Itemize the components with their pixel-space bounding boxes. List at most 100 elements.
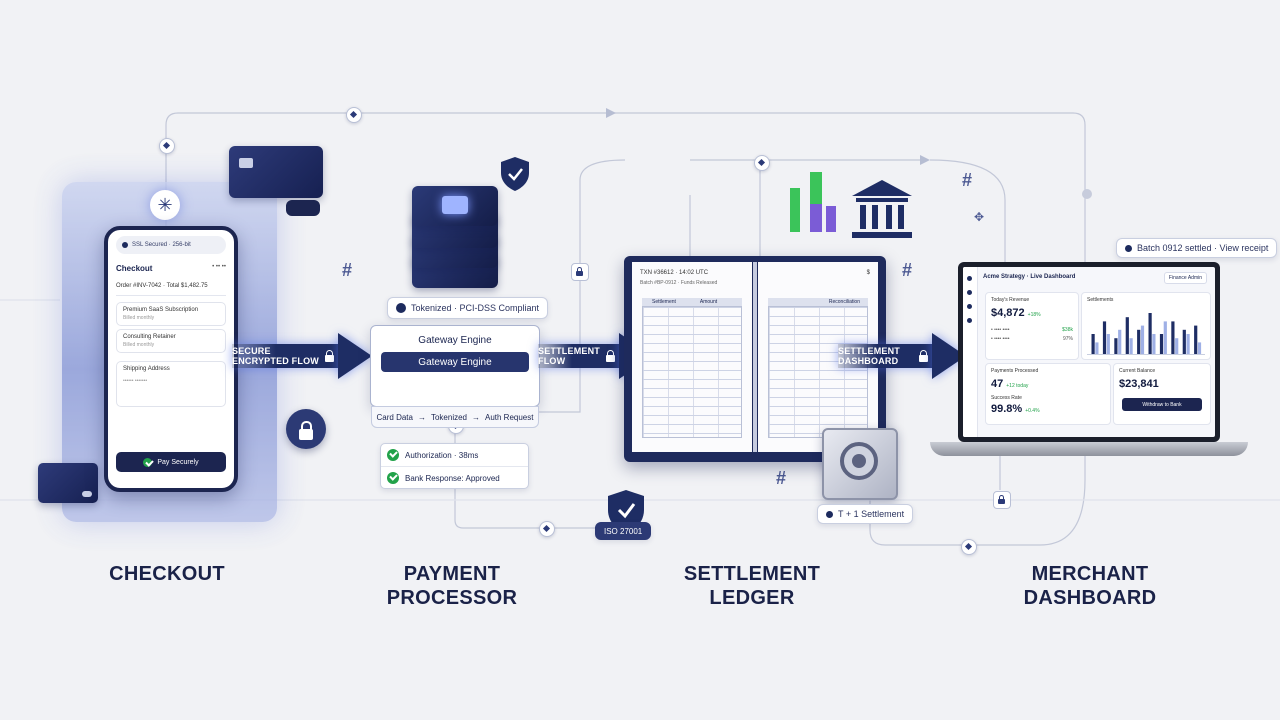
chart-bar xyxy=(1163,321,1167,355)
phone-checkout: SSL Secured · 256-bit Checkout • •• •• O… xyxy=(104,226,238,492)
hash-icon: # xyxy=(962,170,973,190)
pay-securely-button[interactable]: Pay Securely xyxy=(116,452,226,472)
nav-icon[interactable] xyxy=(967,304,972,309)
tile-label: Today's Revenue xyxy=(991,297,1030,303)
section-title: MERCHANT xyxy=(1031,563,1149,585)
today-revenue-value: $4,872 xyxy=(991,307,1025,319)
lock-icon xyxy=(993,491,1011,509)
bank-icon xyxy=(850,178,914,240)
ledger-page-left: TXN #36612 · 14:02 UTC Batch #BP-0912 · … xyxy=(632,262,752,452)
hash-icon: # xyxy=(776,468,787,488)
chart-bar xyxy=(1182,329,1186,355)
wallet-icon xyxy=(286,200,320,216)
dashboard-display: Acme Strategy · Live Dashboard Finance A… xyxy=(963,267,1215,437)
tokenized-badge-text: Tokenized · PCI-DSS Compliant xyxy=(411,303,540,313)
line-item[interactable]: Premium SaaS Subscription Billed monthly xyxy=(116,302,226,326)
tile-label: Current Balance xyxy=(1119,368,1156,374)
step-card-data: Card Data xyxy=(376,412,413,422)
checkout-title: Checkout xyxy=(116,264,153,273)
chart-bar xyxy=(1159,334,1164,355)
nav-icon[interactable] xyxy=(967,290,972,295)
line-item[interactable]: Consulting Retainer Billed monthly xyxy=(116,329,226,353)
section-title: SETTLEMENT xyxy=(683,563,821,585)
shield-icon xyxy=(396,303,406,313)
step-auth-request: Auth Request xyxy=(485,412,534,422)
line-item-sub: Billed monthly xyxy=(123,315,155,321)
balance-value: $23,841 xyxy=(1119,378,1159,390)
chart-bar xyxy=(1102,321,1107,355)
hash-icon: # xyxy=(902,260,913,280)
nav-icon[interactable] xyxy=(967,318,972,323)
chart-bar xyxy=(1140,325,1145,355)
arrow-label: SETTLEMENT DASHBOARD xyxy=(838,346,900,366)
balance-tile: Current Balance $23,841 Withdraw to Bank xyxy=(1113,363,1211,425)
section-label-payment-processor: PAYMENT PROCESSOR xyxy=(352,562,552,610)
ledger-grid xyxy=(642,306,742,438)
chart-bar xyxy=(1137,329,1141,355)
withdraw-button[interactable]: Withdraw to Bank xyxy=(1122,398,1202,411)
gateway-engine-button[interactable]: Gateway Engine xyxy=(381,352,529,372)
settlement-badge: T + 1 Settlement xyxy=(817,504,914,524)
arrow-right-icon: → xyxy=(417,412,426,422)
section-title: PAYMENT xyxy=(403,563,501,585)
shipping-address[interactable]: Shipping Address •••••• ••••••• xyxy=(116,361,226,407)
server-layer xyxy=(412,186,498,226)
today-revenue-tile: Today's Revenue $4,872+18% • •••• •••• $… xyxy=(985,292,1079,360)
laptop-base xyxy=(930,442,1248,456)
lock-icon xyxy=(286,409,326,449)
auth-time: Authorization · 38ms xyxy=(405,450,479,460)
lock-icon xyxy=(606,349,615,362)
ledger-right-header: $ xyxy=(866,270,870,276)
chart-bar xyxy=(1171,321,1175,355)
settlements-bar-chart xyxy=(1087,313,1205,355)
checkout-meta: • •• •• xyxy=(212,264,226,270)
chart-bar xyxy=(1129,338,1133,355)
tile-row: • •••• •••• xyxy=(991,336,1010,342)
tile-label: Settlements xyxy=(1087,297,1114,303)
section-title: PROCESSOR xyxy=(386,587,518,609)
batch-notification[interactable]: Batch 0912 settled · View receipt xyxy=(1116,238,1278,258)
drone-icon: ✥ xyxy=(974,210,985,224)
credit-card-icon xyxy=(229,146,323,198)
chart-bar xyxy=(1106,334,1110,355)
node-icon xyxy=(754,155,770,171)
section-label-merchant-dashboard: MERCHANT DASHBOARD xyxy=(990,562,1190,610)
credit-card-icon xyxy=(38,463,98,503)
ledger-batch-sub: Batch #BP-0912 · Funds Released xyxy=(640,280,718,286)
processed-delta: +12 today xyxy=(1006,383,1029,389)
section-label-settlement-ledger: SETTLEMENT LEDGER xyxy=(652,562,852,610)
section-label-checkout: CHECKOUT xyxy=(67,562,267,586)
account-menu[interactable]: Finance Admin xyxy=(1163,272,1207,284)
step-tokenized: Tokenized xyxy=(430,412,467,422)
arrow-right-icon: → xyxy=(472,412,480,422)
bell-icon xyxy=(1125,244,1132,252)
dashboard-title: Acme Strategy · Live Dashboard xyxy=(983,274,1076,280)
arrow-label: SETTLEMENT FLOW xyxy=(538,346,600,366)
tokenized-badge: Tokenized · PCI-DSS Compliant xyxy=(387,297,549,319)
settlements-chart-tile: Settlements xyxy=(1081,292,1211,360)
node-icon xyxy=(961,539,977,555)
check-icon xyxy=(387,449,399,461)
shipping-title: Shipping Address xyxy=(123,366,170,372)
section-title: CHECKOUT xyxy=(109,563,225,585)
gateway-title: Gateway Engine xyxy=(418,335,492,346)
chart-bar xyxy=(1175,338,1179,355)
chart-bar xyxy=(1148,313,1152,355)
authorization-panel: Authorization · 38ms Bank Response: Appr… xyxy=(380,443,529,489)
nav-icon[interactable] xyxy=(967,276,972,281)
today-revenue-delta: +18% xyxy=(1027,312,1041,318)
chart-bar xyxy=(1194,325,1198,355)
notification-text: Batch 0912 settled · View receipt xyxy=(1137,243,1269,253)
chart-bar xyxy=(1152,334,1156,355)
secure-flow-arrow: SECURE ENCRYPTED FLOW xyxy=(232,333,372,379)
sparkle-icon: ✳ xyxy=(150,190,180,220)
chart-bar xyxy=(1125,317,1129,355)
iso-text: ISO 27001 xyxy=(604,526,643,536)
settlement-badge-text: T + 1 Settlement xyxy=(838,509,905,519)
tile-label: Success Rate xyxy=(991,395,1022,401)
node-icon xyxy=(346,107,362,123)
success-rate-value: 99.8% xyxy=(991,403,1023,415)
chart-bar xyxy=(1186,334,1190,355)
check-icon xyxy=(143,457,153,467)
bar-chart-icon xyxy=(790,172,846,232)
